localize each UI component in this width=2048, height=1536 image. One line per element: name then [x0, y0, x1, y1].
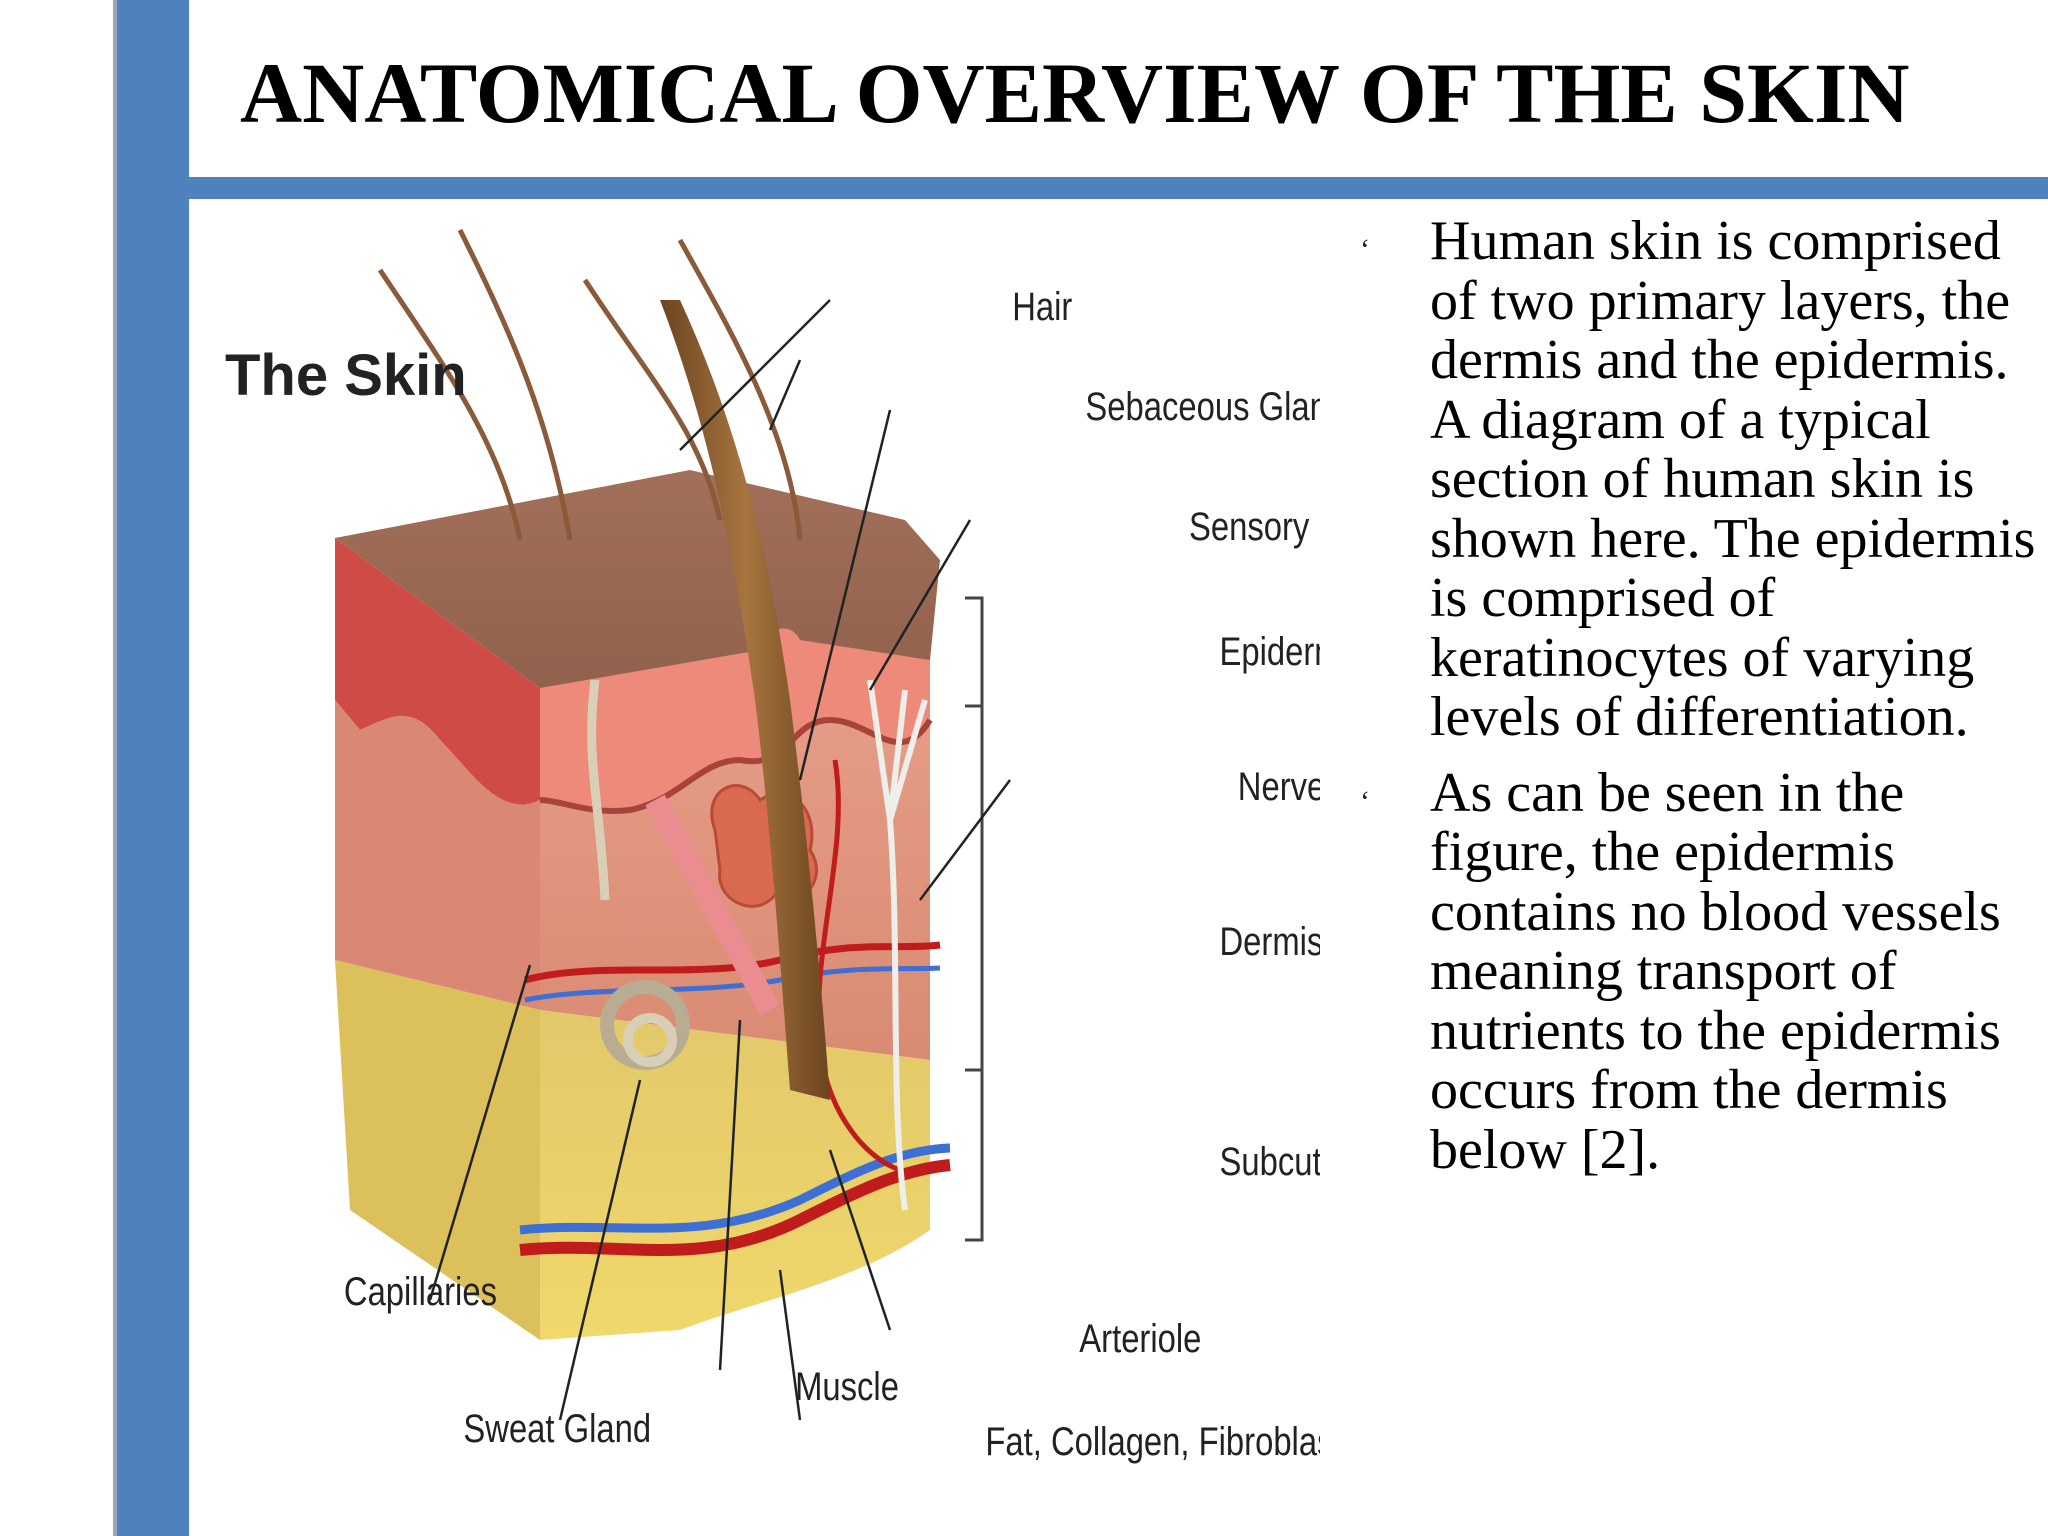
sensory-nerve-ending: [867, 679, 928, 1211]
dermis-layer-left: [335, 700, 540, 1010]
label-hair: Hair: [1012, 284, 1072, 329]
epidermis-layer-left: [335, 538, 540, 805]
sweat-gland: [587, 679, 690, 1070]
label-capillaries: Capillaries: [344, 1269, 497, 1314]
label-sebaceous-gland: Sebaceous Gland: [1085, 384, 1320, 429]
skin-diagram: The Skin Hair Sebaceous Gland Sensory Ne…: [200, 210, 1320, 1510]
diagram-title: The Skin: [225, 343, 467, 408]
label-epidermis: Epidermis: [1220, 629, 1320, 674]
label-arteriole: Arteriole: [1079, 1316, 1201, 1361]
label-fat-collagen-fibroblasts: Fat, Collagen, Fibroblasts: [985, 1419, 1320, 1464]
label-sweat-gland: Sweat Gland: [463, 1406, 651, 1451]
bullet-text: As can be seen in the figure, the epider…: [1430, 761, 2001, 1181]
label-subcutaneous-tissue: Subcutaneous Tissue: [1220, 1139, 1320, 1184]
bullet-item: ʻ Human skin is comprised of two primary…: [1360, 210, 2040, 748]
hair-shaft-2: [457, 228, 573, 541]
arrector-muscle: [645, 794, 780, 1016]
label-nerve: Nerve: [1238, 764, 1320, 809]
bullet-text: Human skin is comprised of two primary l…: [1430, 210, 2036, 748]
title-underline-bar: [189, 177, 2048, 199]
label-dermis: Dermis: [1220, 919, 1320, 964]
epidermis-layer-front: [540, 628, 930, 812]
skin-diagram-svg: The Skin Hair Sebaceous Gland Sensory Ne…: [225, 228, 1320, 1464]
label-sensory-nerve-ending: Sensory Nerve Ending: [1189, 504, 1320, 549]
left-accent-bar: [117, 0, 189, 1536]
blood-vessel-red: [519, 1159, 951, 1256]
hair-shaft-4: [677, 238, 803, 541]
subcutaneous-layer-left: [335, 960, 540, 1340]
subcutaneous-layer-front: [540, 1010, 930, 1340]
hair-shaft-3: [582, 278, 723, 521]
epidermis-boundary: [539, 716, 933, 814]
bullet-list: ʻ Human skin is comprised of two primary…: [1360, 210, 2040, 1196]
bullet-marker: ʻ: [1360, 233, 1370, 266]
hair-shaft-1: [377, 268, 523, 541]
layer-bracket: [965, 596, 984, 1242]
leader-lines: [428, 299, 1011, 1421]
bullet-marker: ʻ: [1360, 784, 1370, 818]
label-muscle: Muscle: [795, 1364, 899, 1409]
left-accent-edge: [113, 0, 118, 1536]
bullet-item: ʻ As can be seen in the figure, the epid…: [1360, 761, 2040, 1181]
hair-follicle: [660, 300, 830, 1100]
slide-title: ANATOMICAL OVERVIEW OF THE SKIN: [240, 45, 1910, 141]
